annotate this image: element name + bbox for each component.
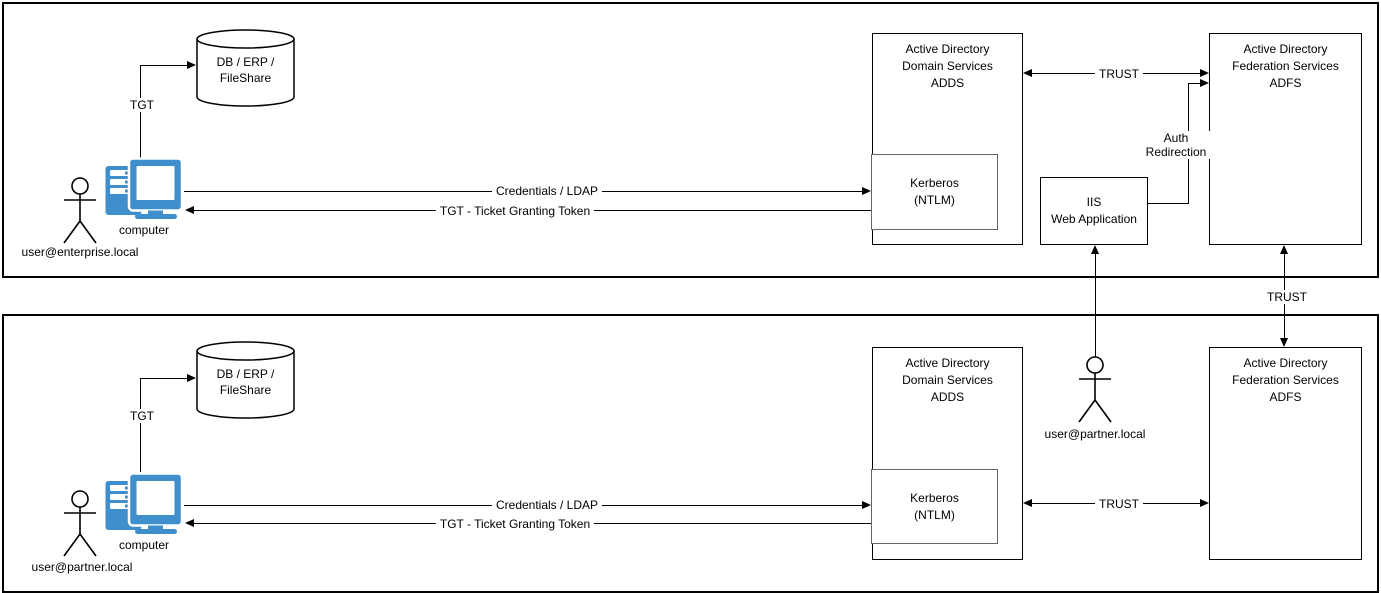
iis-label: IIS Web Application — [1051, 195, 1137, 226]
partner-user-label: user@partner.local — [1044, 427, 1146, 441]
database-cylinder-icon — [196, 341, 295, 419]
computer-icon — [105, 157, 184, 219]
tgt-arrow — [140, 378, 141, 472]
adfs-box: Active Directory Federation Services ADF… — [1209, 347, 1362, 560]
adds-title: Active Directory Domain Services ADDS — [902, 42, 993, 90]
kerberos-box: Kerberos (NTLM) — [871, 154, 998, 230]
database-label: DB / ERP / FileShare — [216, 55, 275, 85]
partner-domain-panel — [2, 314, 1379, 593]
user-actor-icon — [63, 177, 97, 244]
kerberos-label: Kerberos (NTLM) — [910, 176, 959, 207]
computer-label: computer — [118, 223, 170, 237]
partner-user-actor-icon — [1078, 356, 1112, 423]
computer-label: computer — [118, 538, 170, 552]
enterprise-user-label: user@enterprise.local — [21, 245, 139, 259]
auth-redirection-arrow — [1148, 203, 1189, 204]
credentials-label: Credentials / LDAP — [491, 184, 603, 198]
tgt-return-label: TGT - Ticket Granting Token — [435, 517, 595, 531]
database-cylinder-icon — [196, 29, 295, 107]
kerberos-box: Kerberos (NTLM) — [871, 469, 998, 544]
user-actor-icon — [63, 490, 97, 557]
enterprise-domain-panel — [2, 2, 1379, 278]
credentials-label: Credentials / LDAP — [491, 498, 603, 512]
tgt-return-label: TGT - Ticket Granting Token — [435, 204, 595, 218]
adfs-title: Active Directory Federation Services ADF… — [1232, 356, 1339, 404]
trust-label: TRUST — [1095, 497, 1143, 511]
computer-icon — [105, 472, 184, 534]
adfs-title: Active Directory Federation Services ADF… — [1232, 42, 1339, 90]
database-label: DB / ERP / FileShare — [216, 367, 275, 397]
partner-user-arrow — [1095, 252, 1096, 357]
partner-user-label: user@partner.local — [31, 560, 133, 574]
adfs-box: Active Directory Federation Services ADF… — [1209, 33, 1362, 245]
auth-redirection-label: Auth Redirection — [1141, 131, 1211, 159]
trust-label: TRUST — [1095, 67, 1143, 81]
kerberos-label: Kerberos (NTLM) — [910, 490, 959, 522]
federation-trust-label: TRUST — [1263, 290, 1311, 304]
adds-title: Active Directory Domain Services ADDS — [902, 356, 993, 404]
tgt-label: TGT — [126, 98, 158, 112]
iis-box: IIS Web Application — [1040, 177, 1148, 245]
tgt-label: TGT — [126, 409, 158, 423]
tgt-arrowhead — [187, 60, 196, 69]
